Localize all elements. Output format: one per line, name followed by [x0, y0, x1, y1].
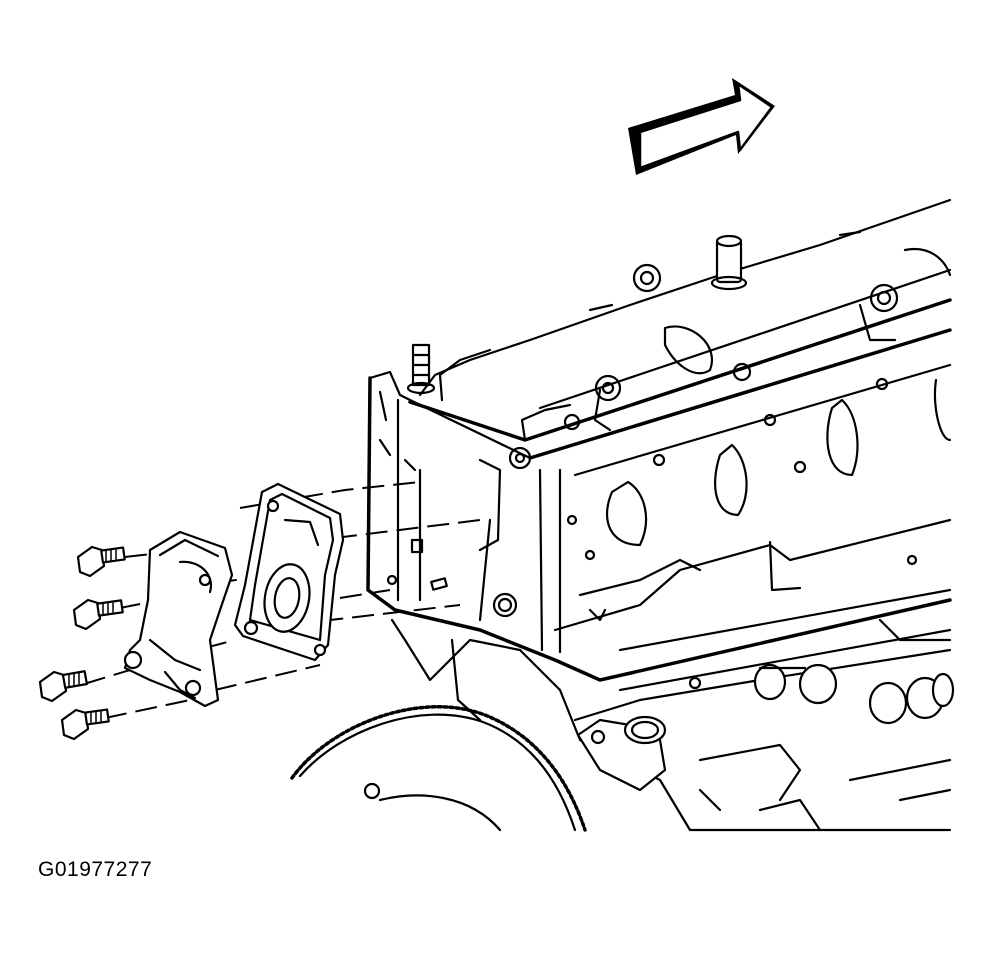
camshaft-cover — [406, 198, 952, 470]
bolt-2 — [72, 598, 124, 631]
bolt-1 — [76, 545, 126, 578]
engine-block-lower — [390, 588, 955, 832]
bolt-3 — [38, 670, 88, 703]
coolant-outlet-cover — [123, 530, 234, 708]
flywheel-ring-gear — [290, 705, 587, 832]
figure-id-label: G01977277 — [38, 858, 153, 881]
cylinder-head — [366, 328, 952, 682]
bolt-4 — [60, 708, 110, 741]
front-direction-arrow-icon — [628, 78, 775, 175]
coolant-outlet-gasket — [233, 482, 345, 662]
